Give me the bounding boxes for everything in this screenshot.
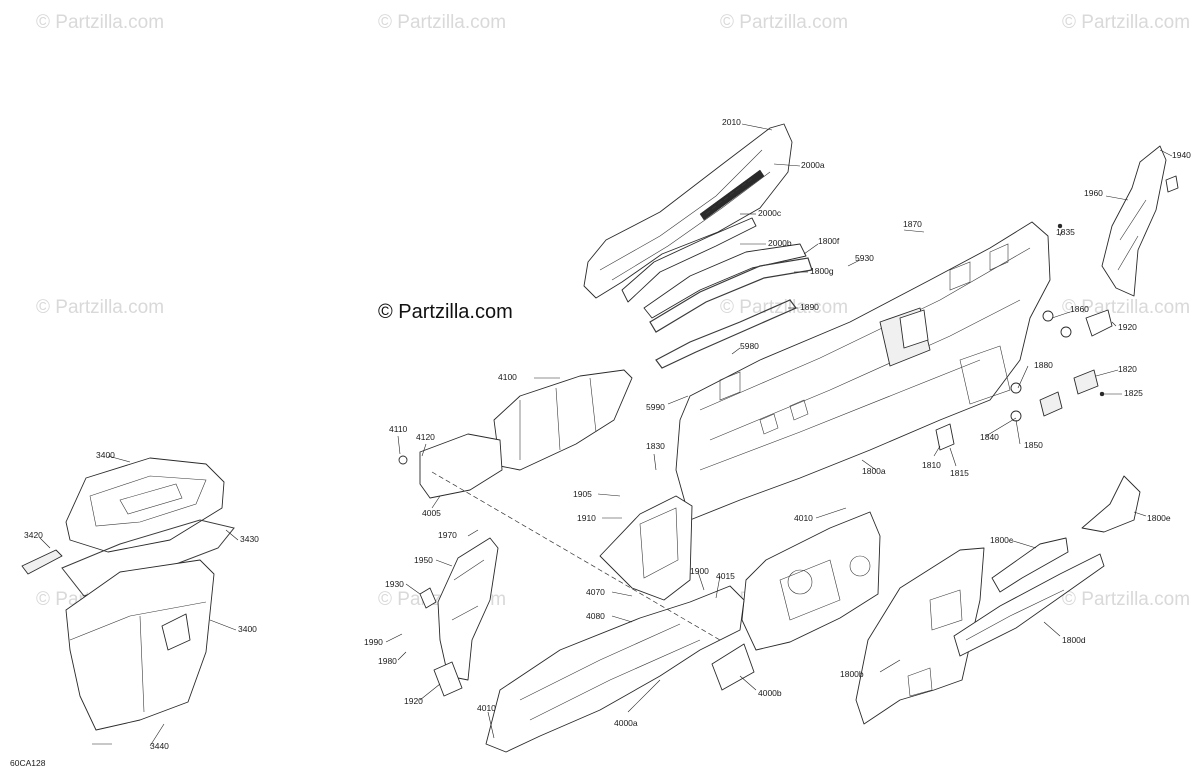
watermark: © Partzilla.com	[1062, 589, 1190, 610]
watermark: © Partzilla.com	[720, 12, 848, 33]
label-3400-lid: 3400	[96, 450, 115, 460]
label-1800f: 1800f	[818, 236, 840, 246]
label-1880: 1880	[1034, 360, 1053, 370]
label-1890: 1890	[800, 302, 819, 312]
label-1910: 1910	[577, 513, 596, 523]
label-3440: 3440	[150, 741, 169, 751]
seal-1800f	[649, 257, 813, 333]
lower-panel-4010	[741, 511, 881, 651]
label-1960: 1960	[1084, 188, 1103, 198]
watermark: © Partzilla.com	[378, 12, 506, 33]
label-1930: 1930	[385, 579, 404, 589]
label-5980: 5980	[740, 341, 759, 351]
storage-box-3400	[21, 457, 235, 731]
panel-1800c	[991, 537, 1069, 593]
small-parts-right	[935, 223, 1113, 451]
label-1970: 1970	[438, 530, 457, 540]
label-4110: 4110	[389, 424, 408, 434]
label-1820: 1820	[1118, 364, 1137, 374]
console-4000a	[485, 585, 745, 753]
label-1860: 1860	[1070, 304, 1089, 314]
label-4010-upper: 4010	[794, 513, 813, 523]
label-1830: 1830	[646, 441, 665, 451]
label-5990: 5990	[646, 402, 665, 412]
pillar-1950	[437, 537, 499, 681]
label-4100: 4100	[498, 372, 517, 382]
watermark: © Partzilla.com	[720, 297, 848, 318]
duct-4100	[493, 369, 633, 471]
watermark: © Partzilla.com	[1062, 297, 1190, 318]
label-1990: 1990	[364, 637, 383, 647]
label-1920: 1920	[1118, 322, 1137, 332]
watermark: © Partzilla.com	[36, 12, 164, 33]
label-1800a: 1800a	[862, 466, 886, 476]
label-4000b: 4000b	[758, 688, 782, 698]
label-3420: 3420	[24, 530, 43, 540]
label-1810: 1810	[922, 460, 941, 470]
label-1870: 1870	[903, 219, 922, 229]
label-3430: 3430	[240, 534, 259, 544]
label-4015: 4015	[716, 571, 735, 581]
label-1840: 1840	[980, 432, 999, 442]
label-2000b: 2000b	[768, 238, 792, 248]
label-1940: 1940	[1172, 150, 1191, 160]
diagram-code: 60CA128	[10, 758, 46, 768]
panel-2000b	[643, 243, 807, 319]
label-1800d: 1800d	[1062, 635, 1086, 645]
panel-1800d	[953, 553, 1105, 657]
label-4010-lower: 4010	[477, 703, 496, 713]
label-1905: 1905	[573, 489, 592, 499]
label-4120: 4120	[416, 432, 435, 442]
label-2010: 2010	[722, 117, 741, 127]
bracket-1910	[599, 495, 693, 601]
callout-labels: 2010 2000a 2000c 2000b 1800f 1800g 5930 …	[10, 117, 1191, 768]
leader-lines	[39, 123, 1173, 747]
label-1815: 1815	[950, 468, 969, 478]
label-2000c: 2000c	[758, 208, 782, 218]
label-4000a: 4000a	[614, 718, 638, 728]
label-2000a: 2000a	[801, 160, 825, 170]
panel-4000b	[711, 643, 755, 691]
panel-2000a	[583, 123, 793, 299]
label-5930: 5930	[855, 253, 874, 263]
label-4080: 4080	[586, 611, 605, 621]
label-1835: 1835	[1056, 227, 1075, 237]
label-1920-left: 1920	[404, 696, 423, 706]
watermark: © Partzilla.com	[36, 297, 164, 318]
panel-2000c	[621, 217, 757, 303]
label-1950: 1950	[414, 555, 433, 565]
label-4005: 4005	[422, 508, 441, 518]
clip-1940	[1165, 175, 1179, 193]
pillar-1960	[1101, 145, 1167, 297]
label-1800g: 1800g	[810, 266, 834, 276]
panel-1800e	[1081, 475, 1141, 533]
label-1900: 1900	[690, 566, 709, 576]
bracket-4120	[398, 433, 503, 499]
label-1800c: 1800c	[990, 535, 1014, 545]
copyright-notice: © Partzilla.com	[378, 301, 513, 323]
label-4070: 4070	[586, 587, 605, 597]
label-1825: 1825	[1124, 388, 1143, 398]
handle-1920	[433, 661, 463, 697]
label-1980: 1980	[378, 656, 397, 666]
label-1800e: 1800e	[1147, 513, 1171, 523]
label-1800b: 1800b	[840, 669, 864, 679]
label-1850: 1850	[1024, 440, 1043, 450]
watermark: © Partzilla.com	[1062, 12, 1190, 33]
panel-1800b	[855, 547, 985, 725]
clip-1930	[419, 587, 437, 609]
label-3400-box: 3400	[238, 624, 257, 634]
